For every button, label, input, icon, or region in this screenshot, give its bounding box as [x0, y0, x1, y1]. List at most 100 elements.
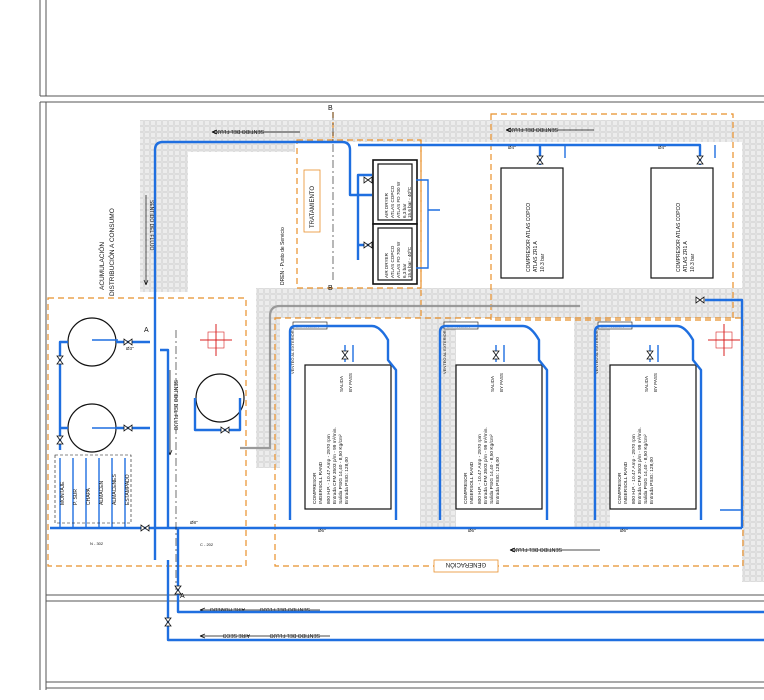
svg-text:COMPRESOR: COMPRESOR — [312, 472, 318, 504]
svg-text:Salida PSIG 14,40 - 8,50 Kg/: Salida PSIG 14,40 - 8,50 Kg/cm² — [643, 434, 649, 504]
svg-text:ATLAS FD 700 W: ATLAS FD 700 W — [396, 241, 401, 278]
svg-text:Entrada PSIG: 128,00: Entrada PSIG: 128,00 — [649, 457, 655, 504]
svg-text:VENTEO AL EXTERIOR: VENTEO AL EXTERIOR — [594, 330, 599, 374]
consumer-labels: MONTAJE P. SUR CHAPA ALMACEN ALMACENES E… — [54, 454, 132, 524]
distribucion-label: DISTRIBUCIÓN A CONSUMO — [107, 208, 116, 296]
svg-text:Entrada CFM 3503 p/m - 99 m³/m: Entrada CFM 3503 p/m - 99 m³/min. — [637, 427, 643, 504]
svg-text:Salida PSIG 14,40 - 8,50 Kg/: Salida PSIG 14,40 - 8,50 Kg/cm² — [489, 434, 495, 504]
air-tank-3 — [195, 373, 245, 423]
svg-text:6,3 bar: 6,3 bar — [402, 203, 407, 218]
svg-text:Entrada PSIG: 128,00: Entrada PSIG: 128,00 — [344, 457, 350, 504]
svg-text:15.6 bar - 40ºC: 15.6 bar - 40ºC — [407, 186, 412, 218]
section-cut-a: A A — [144, 327, 185, 600]
svg-text:SENTIDO DEL FLUJO: SENTIDO DEL FLUJO — [508, 126, 558, 132]
svg-text:Ø6": Ø6" — [318, 528, 326, 533]
dryer-2: AIR DRYER ATLAS COPCO ATLAS FD 700 W 6,3… — [372, 223, 418, 285]
section-cut-b: B B — [328, 105, 334, 292]
svg-text:Salida PSIG 14,40 - 8,50 Kg/: Salida PSIG 14,40 - 8,50 Kg/cm² — [338, 434, 344, 504]
flow-arrow-gen-top: SENTIDO DEL FLUJO — [505, 126, 594, 133]
svg-text:SENTIDO DEL FLUJO: SENTIDO DEL FLUJO — [172, 380, 178, 430]
svg-text:A: A — [144, 327, 149, 334]
svg-text:Entrada PSIG: 128,00: Entrada PSIG: 128,00 — [495, 457, 501, 504]
grey-drain-pipe — [240, 304, 580, 450]
svg-text:A: A — [180, 593, 185, 600]
tratamiento-label: TRATAMIENTO — [310, 186, 316, 228]
svg-text:INGERSOLL RAND: INGERSOLL RAND — [469, 461, 475, 504]
svg-text:P. SUR: P. SUR — [73, 489, 79, 505]
drain-line-label: DREN - Punto de Servicio — [280, 227, 286, 285]
svg-text:SENTIDO DEL FLUJO: SENTIDO DEL FLUJO — [148, 200, 154, 250]
svg-text:N - 302: N - 302 — [90, 541, 104, 546]
svg-text:10.3 bar: 10.3 bar — [540, 253, 546, 272]
svg-text:COMPRESOR: COMPRESOR — [463, 472, 469, 504]
svg-text:MONTAJE: MONTAJE — [60, 481, 66, 505]
svg-text:BY PASS: BY PASS — [348, 373, 353, 392]
svg-text:15.6 bar - 40ºC: 15.6 bar - 40ºC — [407, 246, 412, 278]
svg-text:BY PASS: BY PASS — [653, 373, 658, 392]
svg-text:ATLAS ZR1 A: ATLAS ZR1 A — [533, 241, 539, 272]
building-walls — [39, 0, 764, 690]
svg-text:COMPRESOR: COMPRESOR — [617, 472, 623, 504]
svg-text:AIR DRYER: AIR DRYER — [384, 252, 389, 278]
svg-text:ATLAS ZR1 A: ATLAS ZR1 A — [683, 241, 689, 272]
svg-text:COMPRESOR ATLAS COPCO: COMPRESOR ATLAS COPCO — [526, 203, 532, 272]
ingersoll-compressor-1: COMPRESOR INGERSOLL RAND 800 H.P. - 10.4… — [304, 364, 392, 510]
svg-text:SENTIDO DEL FLUJO: SENTIDO DEL FLUJO — [214, 128, 264, 134]
svg-text:INGERSOLL RAND: INGERSOLL RAND — [318, 461, 324, 504]
flow-arrow-top: SENTIDO DEL FLUJO — [211, 128, 300, 135]
valves — [56, 155, 705, 627]
svg-text:Ø6": Ø6" — [468, 528, 476, 533]
svg-text:Ø4": Ø4" — [508, 145, 516, 150]
svg-text:800 H.P. - 10.47 Amp - 2970 rp: 800 H.P. - 10.47 Amp - 2970 rpm — [631, 434, 637, 504]
zone-label-acumulacion: ACUMULACIÓN DISTRIBUCIÓN A CONSUMO — [97, 208, 116, 296]
svg-text:AIRE SECO: AIRE SECO — [223, 632, 250, 638]
svg-text:C - 202: C - 202 — [200, 542, 214, 547]
svg-text:ATLAS COPCO: ATLAS COPCO — [390, 185, 395, 218]
ingersoll-compressor-3: COMPRESOR INGERSOLL RAND 800 H.P. - 10.4… — [609, 364, 697, 510]
salida-bypass-labels: SALIDA BY PASS SALIDA BY PASS SALIDA BY … — [339, 373, 658, 392]
svg-text:AIRE HUMEDO: AIRE HUMEDO — [210, 606, 245, 612]
svg-text:ESTAMPADO: ESTAMPADO — [125, 474, 131, 505]
svg-text:Ø8": Ø8" — [190, 520, 198, 525]
svg-text:SALIDA: SALIDA — [490, 376, 495, 392]
svg-text:ALMACENES: ALMACENES — [112, 473, 118, 505]
svg-text:ALMACEN: ALMACEN — [99, 480, 105, 505]
svg-text:SALIDA: SALIDA — [339, 376, 344, 392]
ingersoll-compressor-2: COMPRESOR INGERSOLL RAND 800 H.P. - 10.4… — [455, 364, 543, 510]
svg-text:Ø4": Ø4" — [658, 145, 666, 150]
dryer-1: AIR DRYER ATLAS COPCO ATLAS FD 700 W 6,3… — [372, 159, 418, 225]
svg-text:COMPRESOR ATLAS COPCO: COMPRESOR ATLAS COPCO — [676, 203, 682, 272]
svg-text:VENTEO AL EXTERIOR: VENTEO AL EXTERIOR — [442, 330, 447, 374]
flow-arrow-aire-seco: SENTIDO DEL FLUJO AIRE SECO — [199, 632, 330, 639]
svg-text:ATLAS COPCO: ATLAS COPCO — [390, 245, 395, 278]
svg-text:SENTIDO DEL FLUJO: SENTIDO DEL FLUJO — [260, 606, 310, 612]
svg-text:SENTIDO DEL FLUJO: SENTIDO DEL FLUJO — [270, 632, 320, 638]
accumulation-tanks — [67, 317, 245, 453]
floor-grid — [140, 120, 764, 582]
svg-text:SENTIDO DEL FLUJO: SENTIDO DEL FLUJO — [512, 546, 562, 552]
air-tank-1 — [67, 317, 117, 367]
svg-text:Entrada CFM 3503 p/m - 99 m³/m: Entrada CFM 3503 p/m - 99 m³/min. — [332, 427, 338, 504]
svg-text:10.3 bar: 10.3 bar — [690, 253, 696, 272]
svg-text:VENTEO AL EXTERIOR: VENTEO AL EXTERIOR — [290, 330, 295, 374]
svg-text:800 H.P. - 10.47 Amp - 2970 rp: 800 H.P. - 10.47 Amp - 2970 rpm — [477, 434, 483, 504]
generacion-label: GENERACIÓN — [446, 561, 486, 568]
svg-text:800 H.P. - 10.47 Amp - 2970 rp: 800 H.P. - 10.47 Amp - 2970 rpm — [326, 434, 332, 504]
svg-text:Entrada CFM 3503 p/m - 99 m³/m: Entrada CFM 3503 p/m - 99 m³/min. — [483, 427, 489, 504]
centre-marks — [200, 324, 740, 356]
svg-text:ATLAS FD 700 W: ATLAS FD 700 W — [396, 181, 401, 218]
flow-arrow-left-vert: SENTIDO DEL FLUJO — [143, 195, 154, 286]
svg-text:INGERSOLL RAND: INGERSOLL RAND — [623, 461, 629, 504]
svg-text:BY PASS: BY PASS — [499, 373, 504, 392]
svg-text:AIR DRYER: AIR DRYER — [384, 192, 389, 218]
acumulacion-label: ACUMULACIÓN — [97, 242, 106, 290]
svg-text:SALIDA: SALIDA — [644, 376, 649, 392]
svg-text:CHAPA: CHAPA — [86, 487, 92, 505]
atlas-compressor-2: COMPRESOR ATLAS COPCO ATLAS ZR1 A 10.3 b… — [650, 167, 714, 279]
svg-text:Ø6": Ø6" — [620, 528, 628, 533]
flow-arrow-gen-bottom: SENTIDO DEL FLUJO — [509, 546, 600, 553]
svg-text:B: B — [328, 105, 333, 112]
pipe-tags: Ø4" Ø4" Ø6" Ø6" Ø6" Ø8" Ø3" C - 202 N - … — [90, 145, 666, 547]
flow-arrow-acum-vert: SENTIDO DEL FLUJO — [167, 370, 178, 456]
